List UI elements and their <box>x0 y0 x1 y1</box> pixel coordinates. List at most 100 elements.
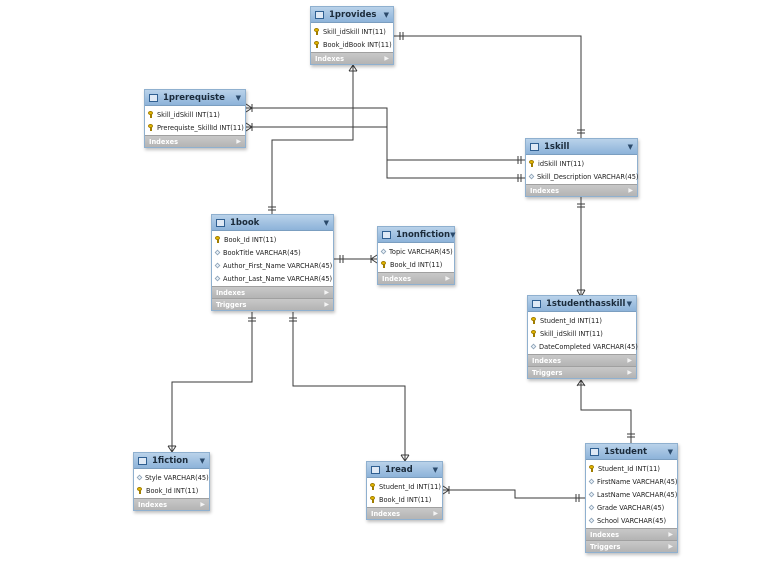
indexes-section[interactable]: Indexes▶ <box>526 184 637 196</box>
rel-provides-book <box>271 65 354 214</box>
expand-icon: ▶ <box>384 55 389 62</box>
table-icon <box>382 230 391 239</box>
expand-icon: ▶ <box>668 543 673 550</box>
column-row[interactable]: FirstName VARCHAR(45) <box>586 475 677 488</box>
indexes-section[interactable]: Indexes▶ <box>212 286 333 298</box>
column-row[interactable]: Style VARCHAR(45) <box>134 471 209 484</box>
rel-prerequiste-skill-1 <box>246 107 525 161</box>
expand-icon: ▶ <box>236 138 241 145</box>
column-row[interactable]: Book_Id INT(11) <box>134 484 209 497</box>
entity-fiction[interactable]: 1fiction ▼ Style VARCHAR(45) Book_Id INT… <box>133 452 210 511</box>
primary-key-icon <box>381 261 387 268</box>
column-row[interactable]: Book_Id INT(11) <box>367 493 442 506</box>
table-icon <box>216 218 225 227</box>
rel-prerequiste-skill-2 <box>246 126 525 179</box>
entity-name: 1provides <box>329 9 377 20</box>
entity-name: 1studenthasskill <box>546 298 626 309</box>
expand-icon: ▶ <box>627 357 632 364</box>
collapse-icon[interactable]: ▼ <box>199 456 205 465</box>
indexes-section[interactable]: Indexes▶ <box>134 498 209 510</box>
column-row[interactable]: Book_Id INT(11) <box>378 258 454 271</box>
triggers-section[interactable]: Triggers▶ <box>212 298 333 310</box>
collapse-icon[interactable]: ▼ <box>432 465 438 474</box>
entity-header[interactable]: 1nonfiction ▼ <box>378 227 456 243</box>
column-icon <box>588 517 595 524</box>
column-row[interactable]: Prerequiste_SkillId INT(11) <box>145 121 245 134</box>
primary-key-icon <box>148 124 154 131</box>
primary-key-icon <box>531 317 537 324</box>
entity-header[interactable]: 1provides ▼ <box>311 7 393 23</box>
indexes-section[interactable]: Indexes▶ <box>378 272 454 284</box>
column-row[interactable]: Student_Id INT(11) <box>367 480 442 493</box>
column-row[interactable]: LastName VARCHAR(45) <box>586 488 677 501</box>
entity-read[interactable]: 1read ▼ Student_Id INT(11) Book_Id INT(1… <box>366 461 443 520</box>
column-icon <box>214 262 221 269</box>
primary-key-icon <box>314 28 320 35</box>
collapse-icon[interactable]: ▼ <box>626 299 632 308</box>
column-row[interactable]: School VARCHAR(45) <box>586 514 677 527</box>
entity-header[interactable]: 1read ▼ <box>367 462 442 478</box>
collapse-icon[interactable]: ▼ <box>667 447 673 456</box>
column-row[interactable]: Author_First_Name VARCHAR(45) <box>212 259 333 272</box>
collapse-icon[interactable]: ▼ <box>235 93 241 102</box>
entity-prerequiste[interactable]: 1prerequiste ▼ Skill_idSkill INT(11) Pre… <box>144 89 246 148</box>
expand-icon: ▶ <box>445 275 450 282</box>
primary-key-icon <box>148 111 154 118</box>
entity-header[interactable]: 1student ▼ <box>586 444 677 460</box>
column-row[interactable]: DateCompleted VARCHAR(45) <box>528 340 638 353</box>
expand-icon: ▶ <box>433 510 438 517</box>
column-row[interactable]: BookTitle VARCHAR(45) <box>212 246 333 259</box>
indexes-section[interactable]: Indexes▶ <box>367 507 442 519</box>
column-icon <box>588 504 595 511</box>
column-row[interactable]: Topic VARCHAR(45) <box>378 245 454 258</box>
entity-header[interactable]: 1studenthasskill ▼ <box>528 296 636 312</box>
expand-icon: ▶ <box>627 369 632 376</box>
table-icon <box>532 299 541 308</box>
primary-key-icon <box>215 236 221 243</box>
table-icon <box>138 456 147 465</box>
indexes-section[interactable]: Indexes▶ <box>586 528 677 540</box>
entity-name: 1prerequiste <box>163 92 225 103</box>
entity-book[interactable]: 1book ▼ Book_Id INT(11) BookTitle VARCHA… <box>211 214 334 311</box>
entity-name: 1student <box>604 446 648 457</box>
entity-studenthasskill[interactable]: 1studenthasskill ▼ Student_Id INT(11) Sk… <box>527 295 638 379</box>
column-icon <box>214 249 221 256</box>
collapse-icon[interactable]: ▼ <box>323 218 329 227</box>
triggers-section[interactable]: Triggers▶ <box>586 540 677 552</box>
entity-nonfiction[interactable]: 1nonfiction ▼ Topic VARCHAR(45) Book_Id … <box>377 226 455 285</box>
column-row[interactable]: Student_Id INT(11) <box>586 462 677 475</box>
column-row[interactable]: Skill_Description VARCHAR(45) <box>526 170 639 183</box>
column-row[interactable]: Book_Id INT(11) <box>212 233 333 246</box>
entity-skill[interactable]: 1skill ▼ idSkill INT(11) Skill_Descripti… <box>525 138 639 197</box>
collapse-icon[interactable]: ▼ <box>383 10 389 19</box>
column-icon <box>528 173 535 180</box>
column-row[interactable]: Book_idBook INT(11) <box>311 38 393 51</box>
rel-book-read <box>292 312 406 461</box>
collapse-icon[interactable]: ▼ <box>627 142 633 151</box>
entity-provides[interactable]: 1provides ▼ Skill_idSkill INT(11) Book_i… <box>310 6 394 65</box>
column-row[interactable]: Skill_idSkill INT(11) <box>145 108 245 121</box>
entity-name: 1book <box>230 217 260 228</box>
entity-header[interactable]: 1prerequiste ▼ <box>145 90 245 106</box>
indexes-section[interactable]: Indexes▶ <box>145 135 245 147</box>
triggers-section[interactable]: Triggers▶ <box>528 366 636 378</box>
entity-header[interactable]: 1fiction ▼ <box>134 453 209 469</box>
table-icon <box>530 142 539 151</box>
column-row[interactable]: idSkill INT(11) <box>526 157 637 170</box>
column-row[interactable]: Author_Last_Name VARCHAR(45) <box>212 272 333 285</box>
entity-student[interactable]: 1student ▼ Student_Id INT(11) FirstName … <box>585 443 678 553</box>
primary-key-icon <box>370 483 376 490</box>
column-icon <box>214 275 221 282</box>
column-row[interactable]: Grade VARCHAR(45) <box>586 501 677 514</box>
indexes-section[interactable]: Indexes▶ <box>528 354 636 366</box>
column-row[interactable]: Skill_idSkill INT(11) <box>528 327 636 340</box>
table-icon <box>315 10 324 19</box>
collapse-icon[interactable]: ▼ <box>450 230 456 239</box>
entity-header[interactable]: 1book ▼ <box>212 215 333 231</box>
column-row[interactable]: Student_Id INT(11) <box>528 314 636 327</box>
rel-book-fiction <box>171 312 253 452</box>
indexes-section[interactable]: Indexes▶ <box>311 52 393 64</box>
entity-header[interactable]: 1skill ▼ <box>526 139 637 155</box>
column-row[interactable]: Skill_idSkill INT(11) <box>311 25 393 38</box>
